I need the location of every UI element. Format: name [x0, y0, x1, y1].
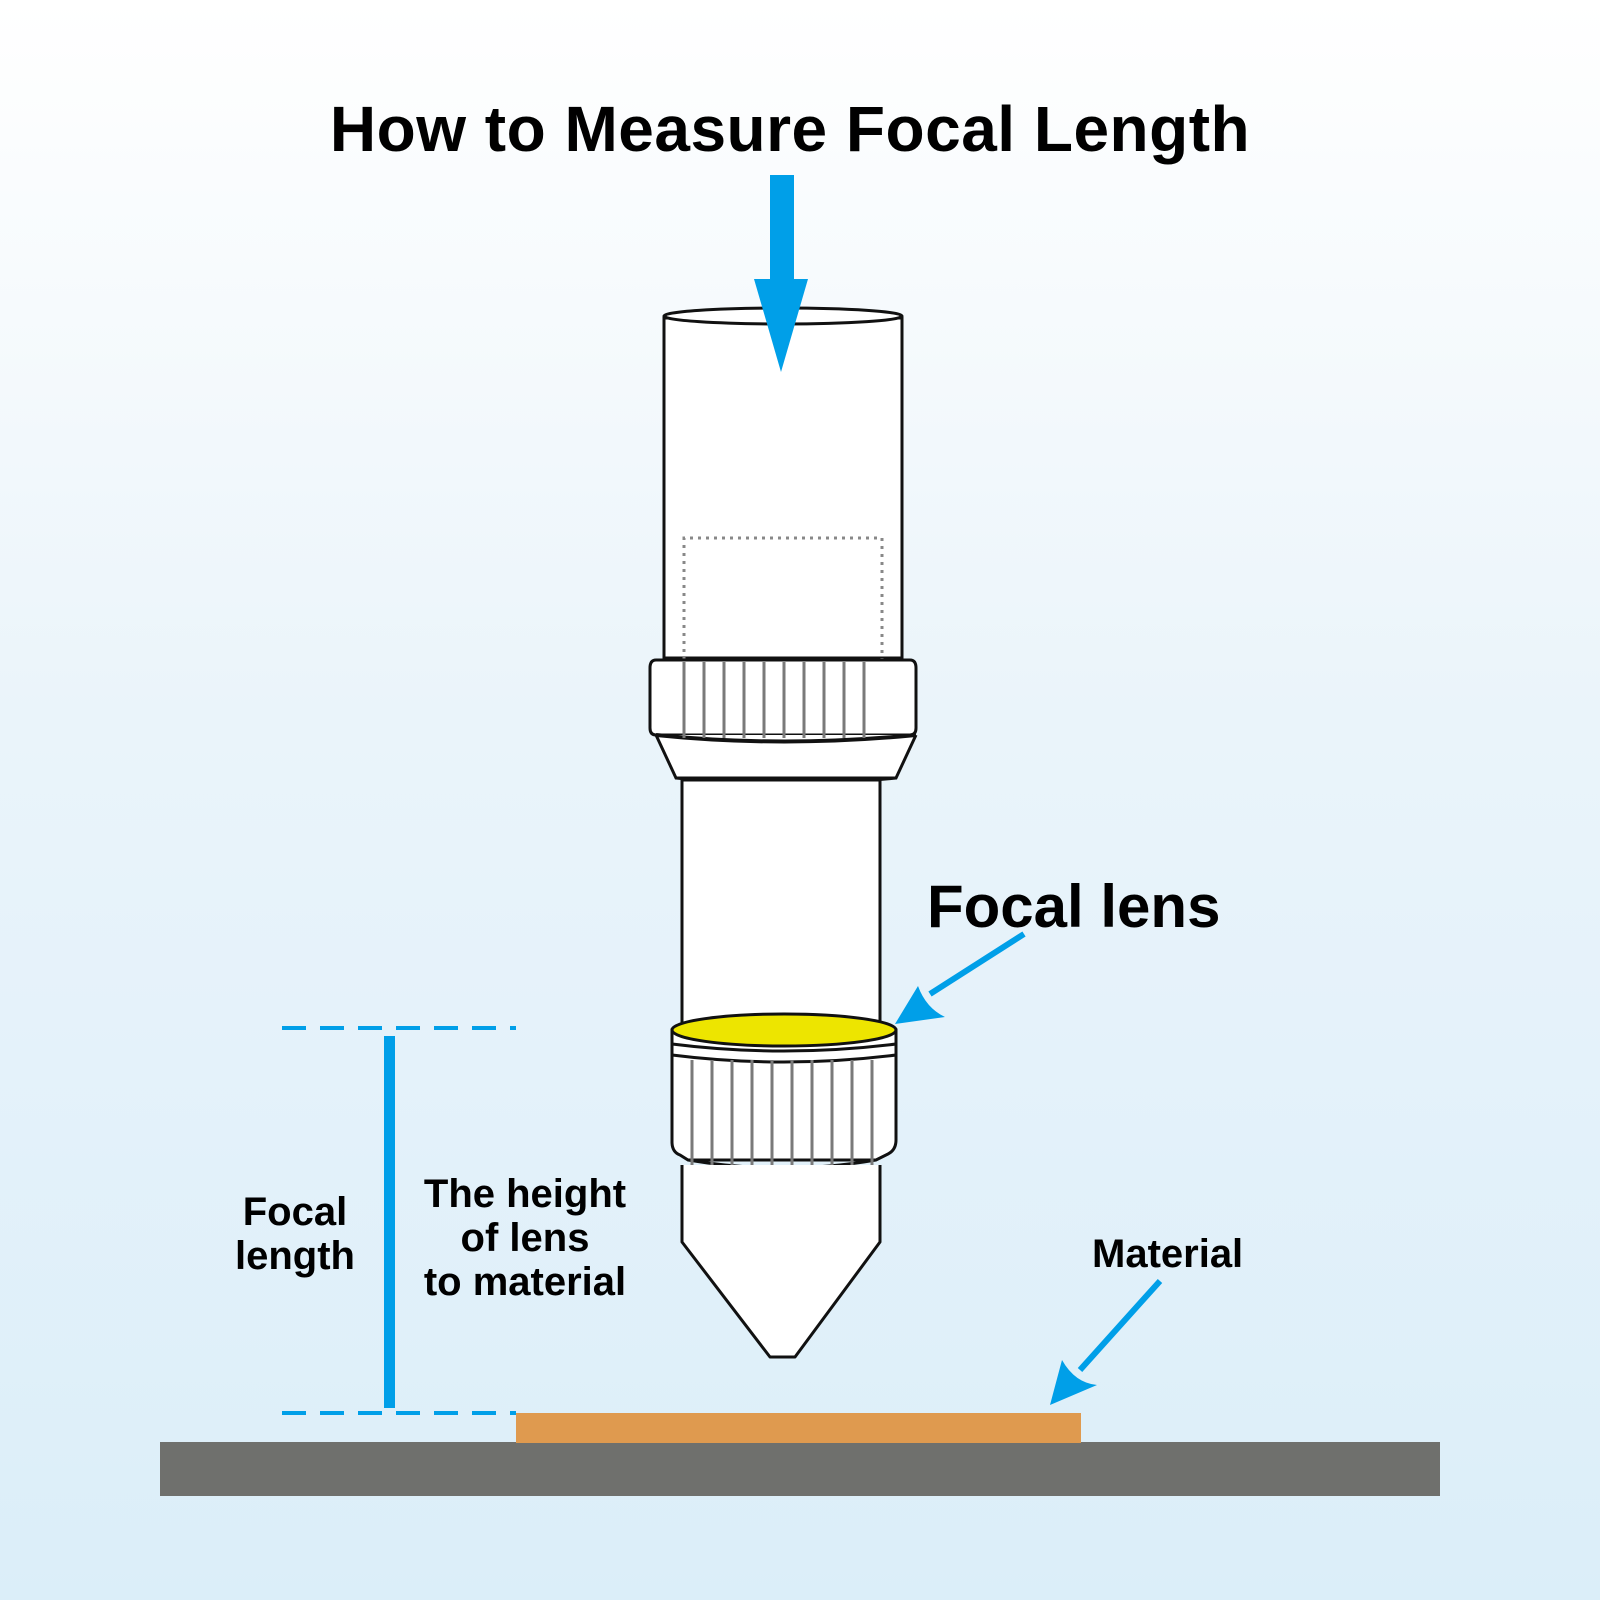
material-pointer-arrow [1050, 1278, 1163, 1405]
lens-height-label: The height of lens to material [423, 1172, 627, 1304]
focal-length-label: Focal length [235, 1190, 355, 1278]
lens-nut [670, 1028, 898, 1170]
lower-tube [680, 778, 882, 1032]
focal-length-bar [384, 1036, 395, 1408]
focal-lens-label: Focal lens [927, 873, 1221, 940]
focal-lens-disc [670, 1012, 898, 1048]
material-label: Material [1092, 1232, 1244, 1276]
work-table [160, 1442, 1440, 1496]
material-block [516, 1413, 1081, 1443]
page-title: How to Measure Focal Length [329, 93, 1251, 165]
upper-nut [648, 658, 918, 786]
nozzle-cone [680, 1165, 882, 1359]
upper-tube [662, 306, 904, 660]
laser-beam-arrow [754, 175, 808, 372]
lens-pointer-arrow [895, 931, 1026, 1024]
